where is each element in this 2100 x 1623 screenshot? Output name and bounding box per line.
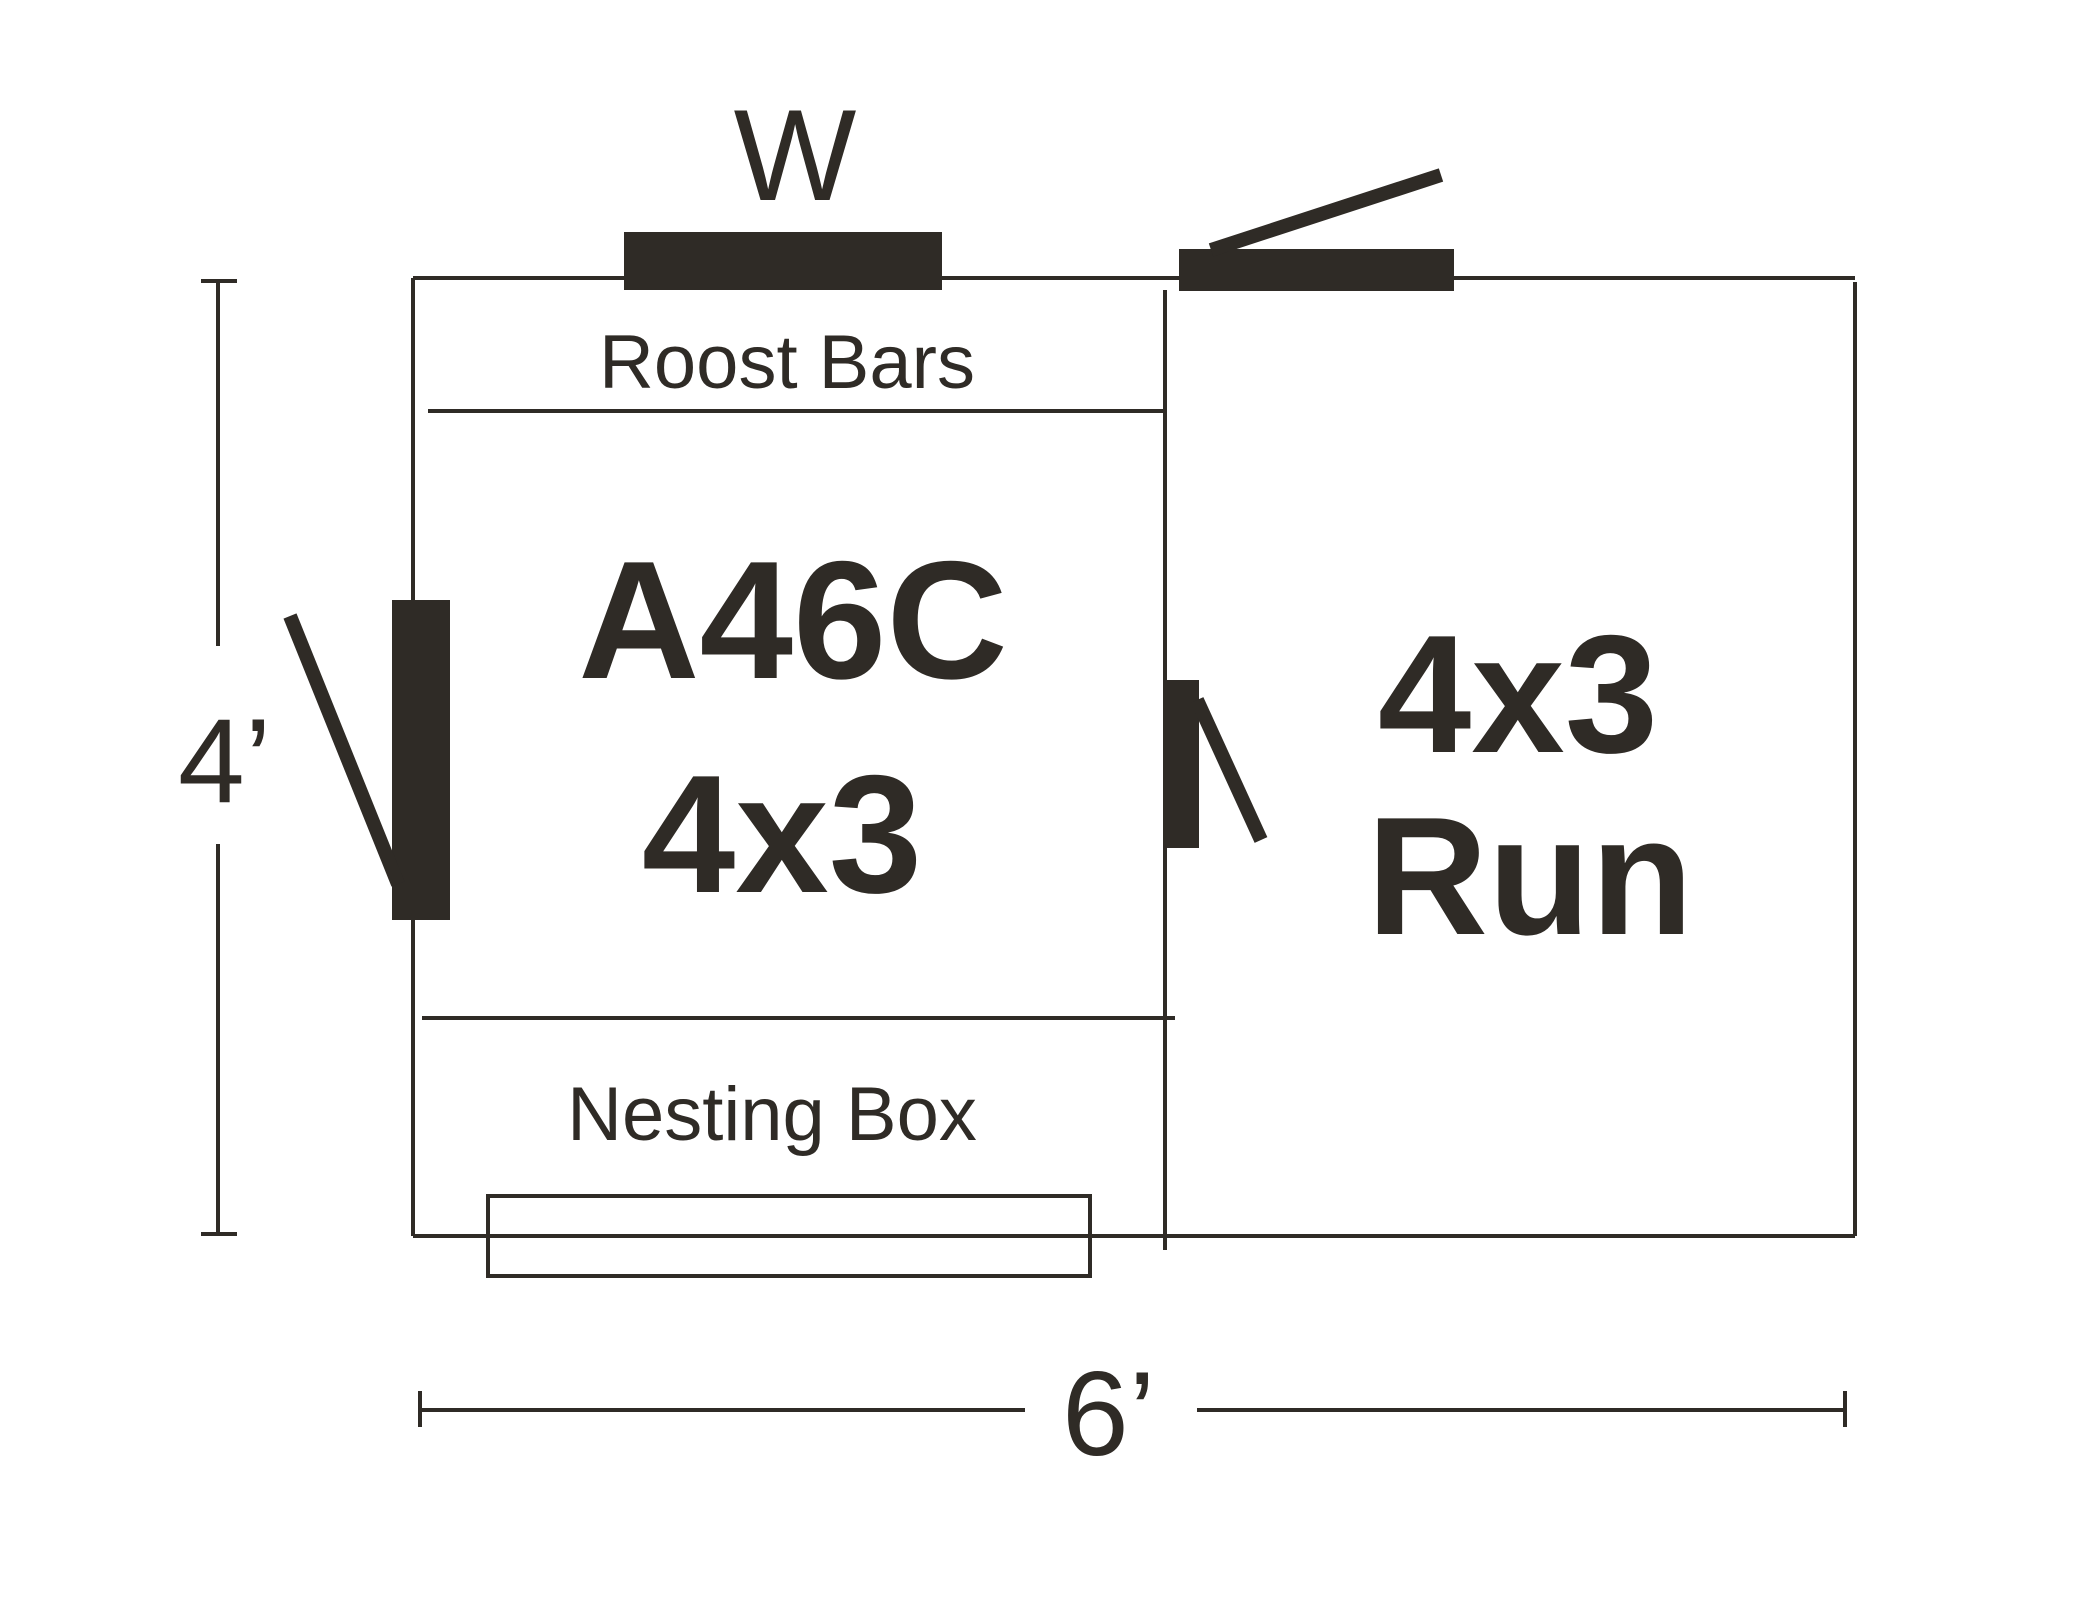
height-dimension <box>201 279 237 1236</box>
roost-bars-label: Roost Bars <box>599 320 975 405</box>
width-dimension-label: 6’ <box>1062 1347 1155 1481</box>
top-window-block <box>624 232 942 290</box>
coop-model-label: A46C <box>578 526 1008 714</box>
height-dimension-label: 4’ <box>178 694 271 828</box>
top-window-label: W <box>734 82 857 228</box>
run-size-label: 4x3 <box>1378 600 1658 788</box>
run-label: Run <box>1367 782 1694 970</box>
width-dimension <box>418 1391 1847 1427</box>
coop-side-door <box>283 600 450 920</box>
nesting-box-outline <box>486 1194 1092 1278</box>
pop-door <box>1165 680 1268 848</box>
nesting-box-label: Nesting Box <box>567 1072 977 1157</box>
run-top-door <box>1179 168 1454 291</box>
coop-size-label: 4x3 <box>642 740 922 928</box>
